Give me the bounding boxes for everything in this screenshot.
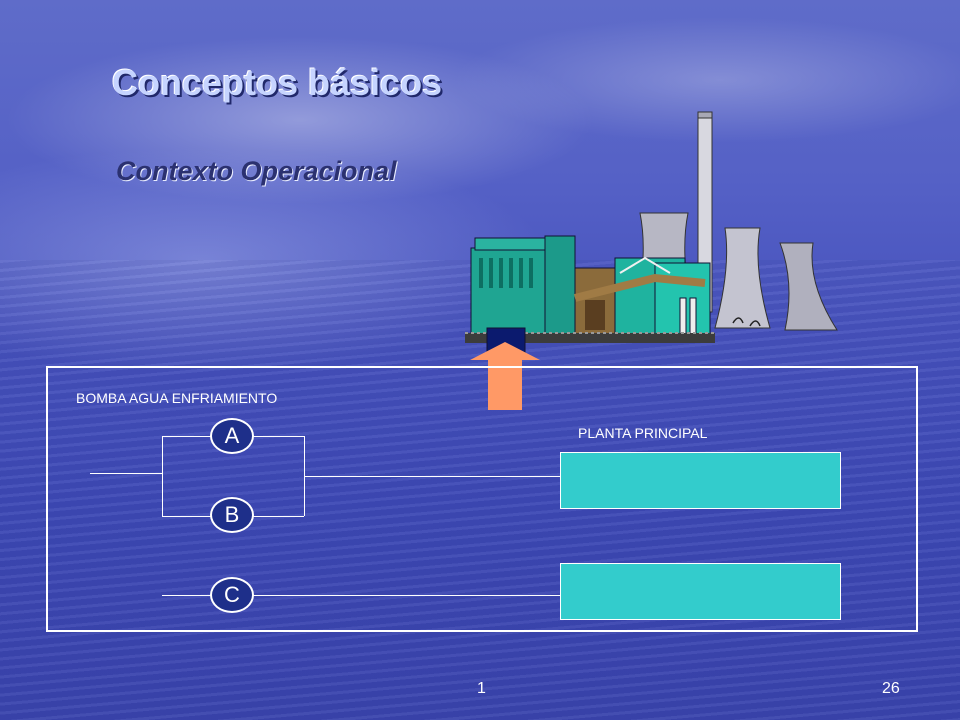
inlet-line (90, 473, 162, 474)
slide-subtitle: Contexto Operacional (116, 156, 397, 186)
slide-title: Conceptos básicos (112, 62, 443, 103)
pump-section-label: BOMBA AGUA ENFRIAMIENTO (76, 390, 278, 406)
outlet-line-c (162, 595, 560, 596)
footer-page-left: 1 (477, 680, 486, 697)
slide-number: 26 (882, 680, 900, 697)
pump-b: B (210, 497, 254, 533)
up-arrow-icon (470, 342, 540, 410)
parallel-left-line (162, 436, 163, 516)
pump-a: A (210, 418, 254, 454)
plant-box-lower (560, 563, 841, 620)
outlet-line-ab (304, 476, 560, 477)
plant-section-label: PLANTA PRINCIPAL (578, 425, 708, 441)
diagram-frame (46, 366, 918, 632)
pump-c: C (210, 577, 254, 613)
power-plant-icon (465, 111, 838, 353)
plant-box-upper (560, 452, 841, 509)
